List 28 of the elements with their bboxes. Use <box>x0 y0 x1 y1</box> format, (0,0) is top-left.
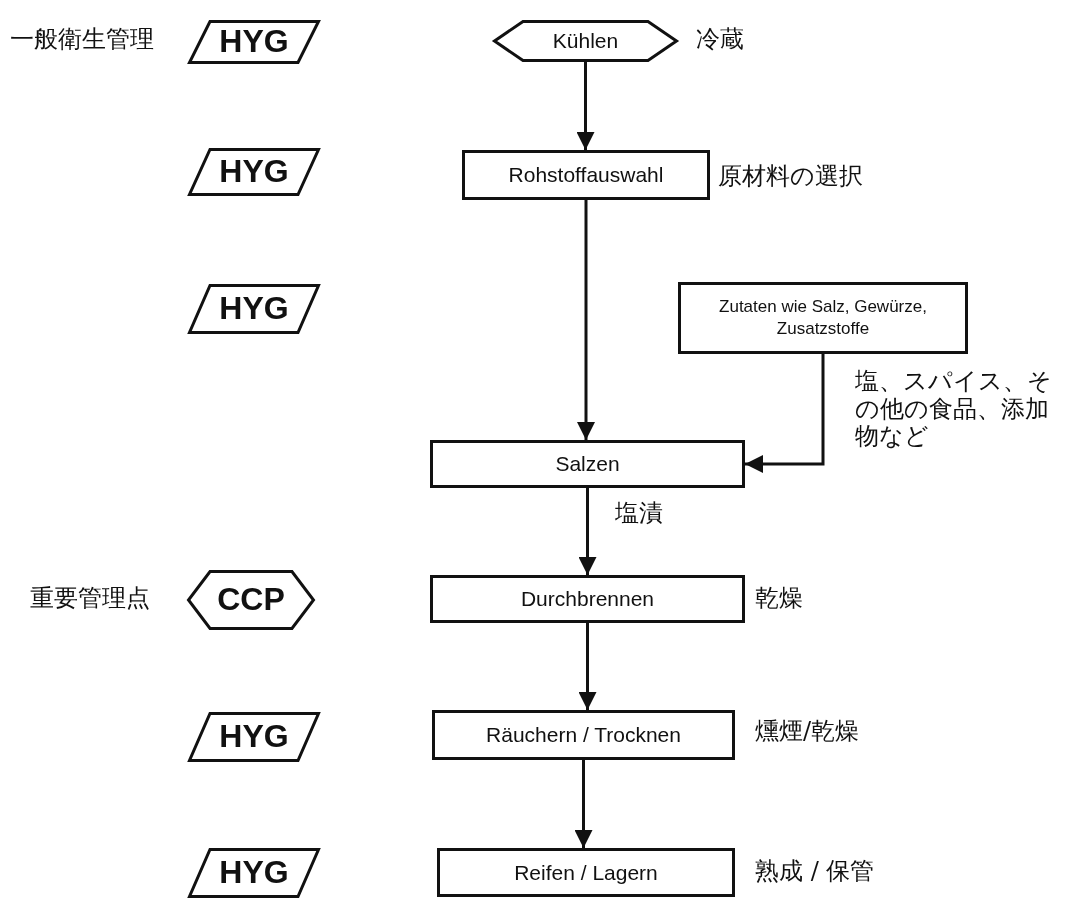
arrow <box>576 62 595 150</box>
process-box: Räuchern / Trocknen <box>432 710 735 760</box>
node-caption: 冷蔵 <box>696 26 744 54</box>
arrow <box>574 760 593 848</box>
node-caption: 熟成 / 保管 <box>755 858 875 886</box>
process-box: Zutaten wie Salz, Gewürze, Zusatzstoffe <box>678 282 968 354</box>
node-caption: 原材料の選択 <box>718 163 863 191</box>
parallelogram-box: HYG <box>188 284 320 334</box>
arrow <box>745 354 825 473</box>
node-caption: 燻煙/乾燥 <box>755 718 860 746</box>
process-box: Salzen <box>430 440 745 488</box>
hexagon-box: CCP <box>187 570 315 630</box>
parallelogram-box: HYG <box>188 712 320 762</box>
process-box: Rohstoffauswahl <box>462 150 710 200</box>
hexagon-box: Kühlen <box>493 20 678 62</box>
node-caption: 乾燥 <box>755 585 803 613</box>
process-box: Reifen / Lagern <box>437 848 735 897</box>
parallelogram-box: HYG <box>188 848 320 898</box>
node-caption: 一般衛生管理 <box>10 26 154 54</box>
parallelogram-box: HYG <box>188 148 320 196</box>
node-caption: 重要管理点 <box>30 585 150 613</box>
arrow <box>577 200 595 440</box>
node-caption: 塩漬 <box>615 500 663 528</box>
node-caption: 塩、スパイス、その他の食品、添加物など <box>855 368 1053 451</box>
process-box: Durchbrennen <box>430 575 745 623</box>
arrow <box>578 623 597 710</box>
parallelogram-box: HYG <box>188 20 320 64</box>
arrow <box>578 488 597 575</box>
